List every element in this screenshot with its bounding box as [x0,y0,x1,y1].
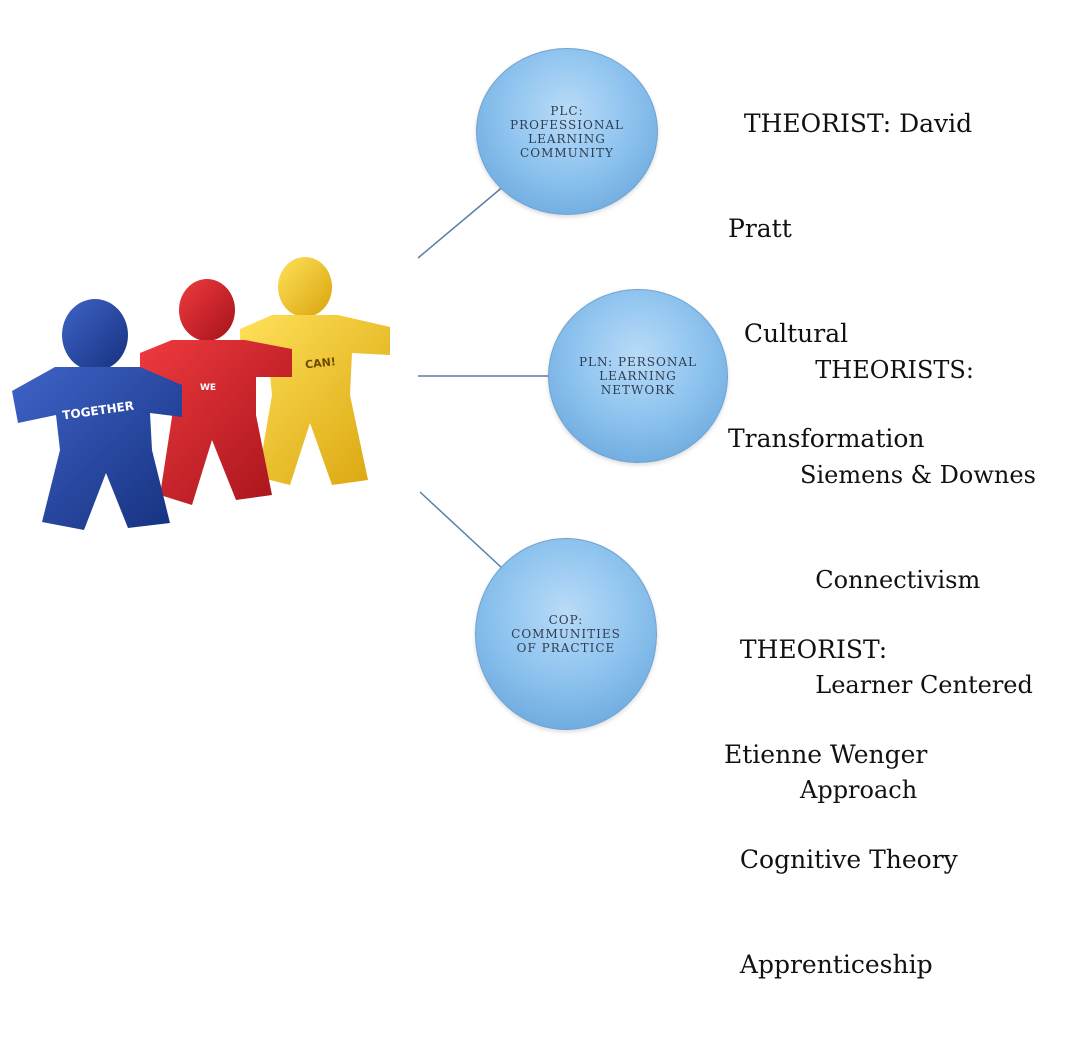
node-pln-label: PLN: PERSONAL LEARNING NETWORK [578,355,698,397]
theory-plc-line-4: Transformation [728,424,925,453]
connectors [417,184,555,569]
connector-cop [419,491,503,569]
diagram: TOGETHER WE CAN! PLC: PROFESSIONAL LEARN… [12,36,1036,979]
shirt-text-we: WE [200,383,216,393]
theory-pln-line-4: Learner Centered [800,671,1033,699]
theory-pln-line-2: Siemens & Downes [800,461,1036,489]
together-we-can-illustration: TOGETHER WE CAN! [12,257,390,530]
theory-pln: THEORISTS: Siemens & Downes Connectivism… [800,283,1036,878]
node-plc-label: PLC: PROFESSIONAL LEARNING COMMUNITY [510,103,624,160]
theory-plc-line-3: Cultural [728,319,849,348]
node-cop-label: COP: COMMUNITIES OF PRACTICE [511,613,621,655]
theory-cop-line-1: THEORIST: [724,635,888,664]
blue-figure [12,299,182,530]
theory-cop: THEORIST: Etienne Wenger Cognitive Theor… [724,562,958,1052]
theory-plc: THEORIST: David Pratt Cultural Transform… [728,36,972,526]
red-figure [140,279,292,505]
theory-plc-line-2: Pratt [728,214,792,243]
theory-cop-line-3: Cognitive Theory [724,845,958,874]
theory-pln-line-1: THEORISTS: [800,356,974,384]
node-plc: PLC: PROFESSIONAL LEARNING COMMUNITY [476,48,658,215]
theory-cop-line-4: Apprenticeship [724,950,933,979]
theory-plc-line-1: THEORIST: David [728,109,973,138]
shirt-text-can: CAN! [304,355,336,371]
node-pln: PLN: PERSONAL LEARNING NETWORK [548,289,728,463]
connector-plc [417,184,506,259]
node-cop: COP: COMMUNITIES OF PRACTICE [475,538,657,730]
theory-cop-line-2: Etienne Wenger [724,740,928,769]
theory-pln-line-3: Connectivism [800,566,981,594]
